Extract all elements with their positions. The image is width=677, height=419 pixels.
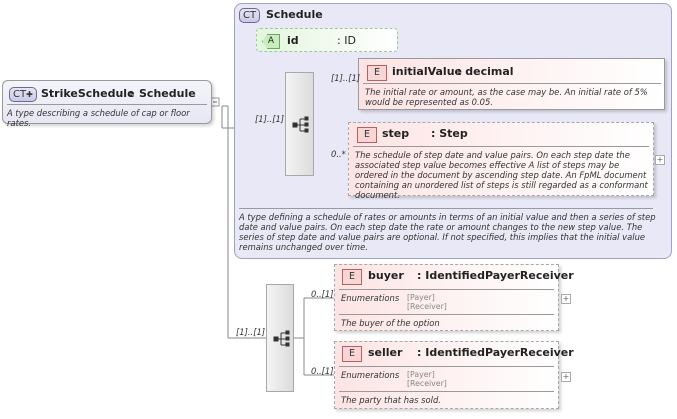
expand-icon[interactable]: + [561,294,571,304]
sequence-icon [292,116,309,133]
payer-sequence-cardinality: [1]..[1] [236,327,266,337]
element-icon: E [342,346,362,362]
seller-type: : IdentifiedPayerReceiver [417,346,574,359]
attribute-type: : ID [337,34,356,47]
payer-sequence-compositor[interactable] [266,284,294,392]
buyer-element[interactable]: E buyer : IdentifiedPayerReceiver Enumer… [334,264,574,331]
initial-value-type: : decimal [457,65,514,78]
schedule-description: A type defining a schedule of rates or a… [239,212,656,252]
sequence-compositor[interactable] [285,72,314,176]
initial-value-cardinality: [1]..[1] [331,73,361,83]
buyer-name: buyer [368,269,404,282]
divider [7,104,207,105]
seller-name: seller [368,346,403,359]
seller-description: The party that has sold. [341,395,441,405]
expand-icon[interactable]: + [655,155,665,165]
schedule-title: Schedule [266,8,323,21]
initial-value-element[interactable]: E initialValue : decimal The initial rat… [358,58,665,110]
divider [339,314,554,315]
strike-schedule-type-name: Schedule [139,87,196,100]
expand-icon[interactable]: + [561,372,571,382]
divider [339,391,554,392]
seller-cardinality: 0..[1] [311,366,334,376]
step-element[interactable]: E step : Step The schedule of step date … [348,122,654,200]
initial-value-description: The initial rate or amount, as the case … [365,87,648,107]
buyer-enumerations-label: Enumerations [341,293,400,303]
divider [239,208,653,209]
step-type: : Step [431,127,468,140]
buyer-type: : IdentifiedPayerReceiver [417,269,574,282]
divider [339,289,554,290]
seller-enum-value: [Payer] [407,370,435,379]
divider [363,83,661,84]
element-icon: E [357,127,377,143]
strike-schedule-description: A type describing a schedule of cap or f… [7,108,190,128]
buyer-enum-value: [Payer] [407,293,435,302]
complex-type-icon: CT [239,8,261,23]
buyer-cardinality: 0..[1] [311,289,334,299]
seller-enum-value: [Receiver] [407,379,447,388]
attribute-name: id [287,34,299,47]
attribute-icon: A [262,34,280,49]
strike-schedule-type[interactable]: CT✚ StrikeSchedule : Schedule A type des… [2,80,212,128]
seller-element[interactable]: E seller : IdentifiedPayerReceiver Enume… [334,341,574,409]
id-attribute[interactable]: A id : ID [256,28,398,52]
buyer-description: The buyer of the option [341,318,440,328]
divider [353,146,649,147]
complex-type-icon: CT✚ [9,87,37,102]
initial-value-name: initialValue [392,65,462,78]
element-icon: E [367,65,387,81]
element-icon: E [342,269,362,285]
divider [339,366,554,367]
sequence-cardinality: [1]..[1] [255,114,285,124]
sequence-icon [273,330,290,347]
step-description: The schedule of step date and value pair… [355,150,648,200]
step-cardinality: 0..* [331,149,346,159]
seller-enumerations-label: Enumerations [341,370,400,380]
strike-schedule-sep: : [129,87,134,100]
step-name: step [382,127,410,140]
buyer-enum-value: [Receiver] [407,302,447,311]
strike-schedule-name: StrikeSchedule [41,87,135,100]
